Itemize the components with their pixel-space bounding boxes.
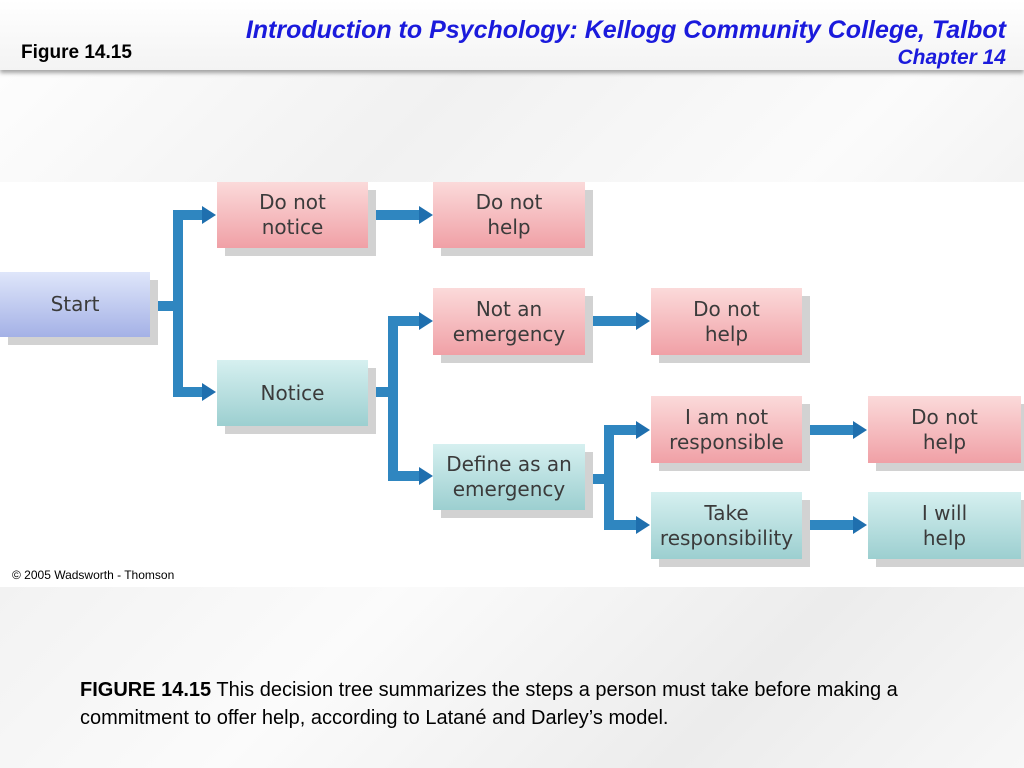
connector-do-not-notice-to-help <box>368 210 420 220</box>
arrowhead-do-not-help-2 <box>636 312 650 330</box>
figure-label: Figure 14.15 <box>21 42 132 63</box>
decision-tree-diagram: Start Do not notice Do not help Notice N… <box>0 182 1024 587</box>
connector-notice-branch <box>368 387 392 397</box>
node-start: Start <box>0 272 150 337</box>
connector-notice-vertical <box>388 316 398 481</box>
node-i-am-not-responsible: I am not responsible <box>651 396 802 463</box>
connector-to-define-emergency <box>388 471 420 481</box>
header-bar <box>0 0 1024 70</box>
connector-not-emergency-to-help <box>585 316 637 326</box>
page-title: Introduction to Psychology: Kellogg Comm… <box>245 16 1006 44</box>
arrowhead-not-an-emergency <box>419 312 433 330</box>
node-notice: Notice <box>217 360 368 426</box>
connector-start-branch <box>150 301 178 311</box>
node-not-an-emergency: Not an emergency <box>433 288 585 355</box>
node-take-responsibility: Take responsibility <box>651 492 802 559</box>
arrowhead-i-will-help <box>853 516 867 534</box>
node-do-not-help-2: Do not help <box>651 288 802 355</box>
node-define-as-emergency: Define as an emergency <box>433 444 585 510</box>
node-do-not-help-3: Do not help <box>868 396 1021 463</box>
arrowhead-do-not-help-1 <box>419 206 433 224</box>
connector-to-do-not-notice <box>173 210 203 220</box>
connector-define-vertical <box>604 425 614 525</box>
arrowhead-do-not-help-3 <box>853 421 867 439</box>
node-i-will-help: I will help <box>868 492 1021 559</box>
copyright-notice: © 2005 Wadsworth - Thomson <box>12 568 175 582</box>
arrowhead-take-responsibility <box>636 516 650 534</box>
connector-not-responsible-to-help <box>802 425 854 435</box>
caption-label: FIGURE 14.15 <box>80 679 212 701</box>
arrowhead-notice <box>202 383 216 401</box>
arrowhead-not-responsible <box>636 421 650 439</box>
connector-start-vertical <box>173 210 183 395</box>
figure-caption: FIGURE 14.15 This decision tree summariz… <box>80 676 950 732</box>
connector-to-take-responsibility <box>604 520 638 530</box>
connector-to-not-responsible <box>604 425 638 435</box>
connector-define-branch <box>585 474 609 484</box>
node-do-not-help-1: Do not help <box>433 182 585 248</box>
connector-to-not-an-emergency <box>388 316 420 326</box>
arrowhead-define-emergency <box>419 467 433 485</box>
node-do-not-notice: Do not notice <box>217 182 368 248</box>
chapter-subtitle: Chapter 14 <box>897 46 1006 69</box>
arrowhead-do-not-notice <box>202 206 216 224</box>
connector-to-notice <box>173 387 203 397</box>
caption-text: This decision tree summarizes the steps … <box>80 679 898 729</box>
connector-take-responsibility-to-help <box>802 520 854 530</box>
